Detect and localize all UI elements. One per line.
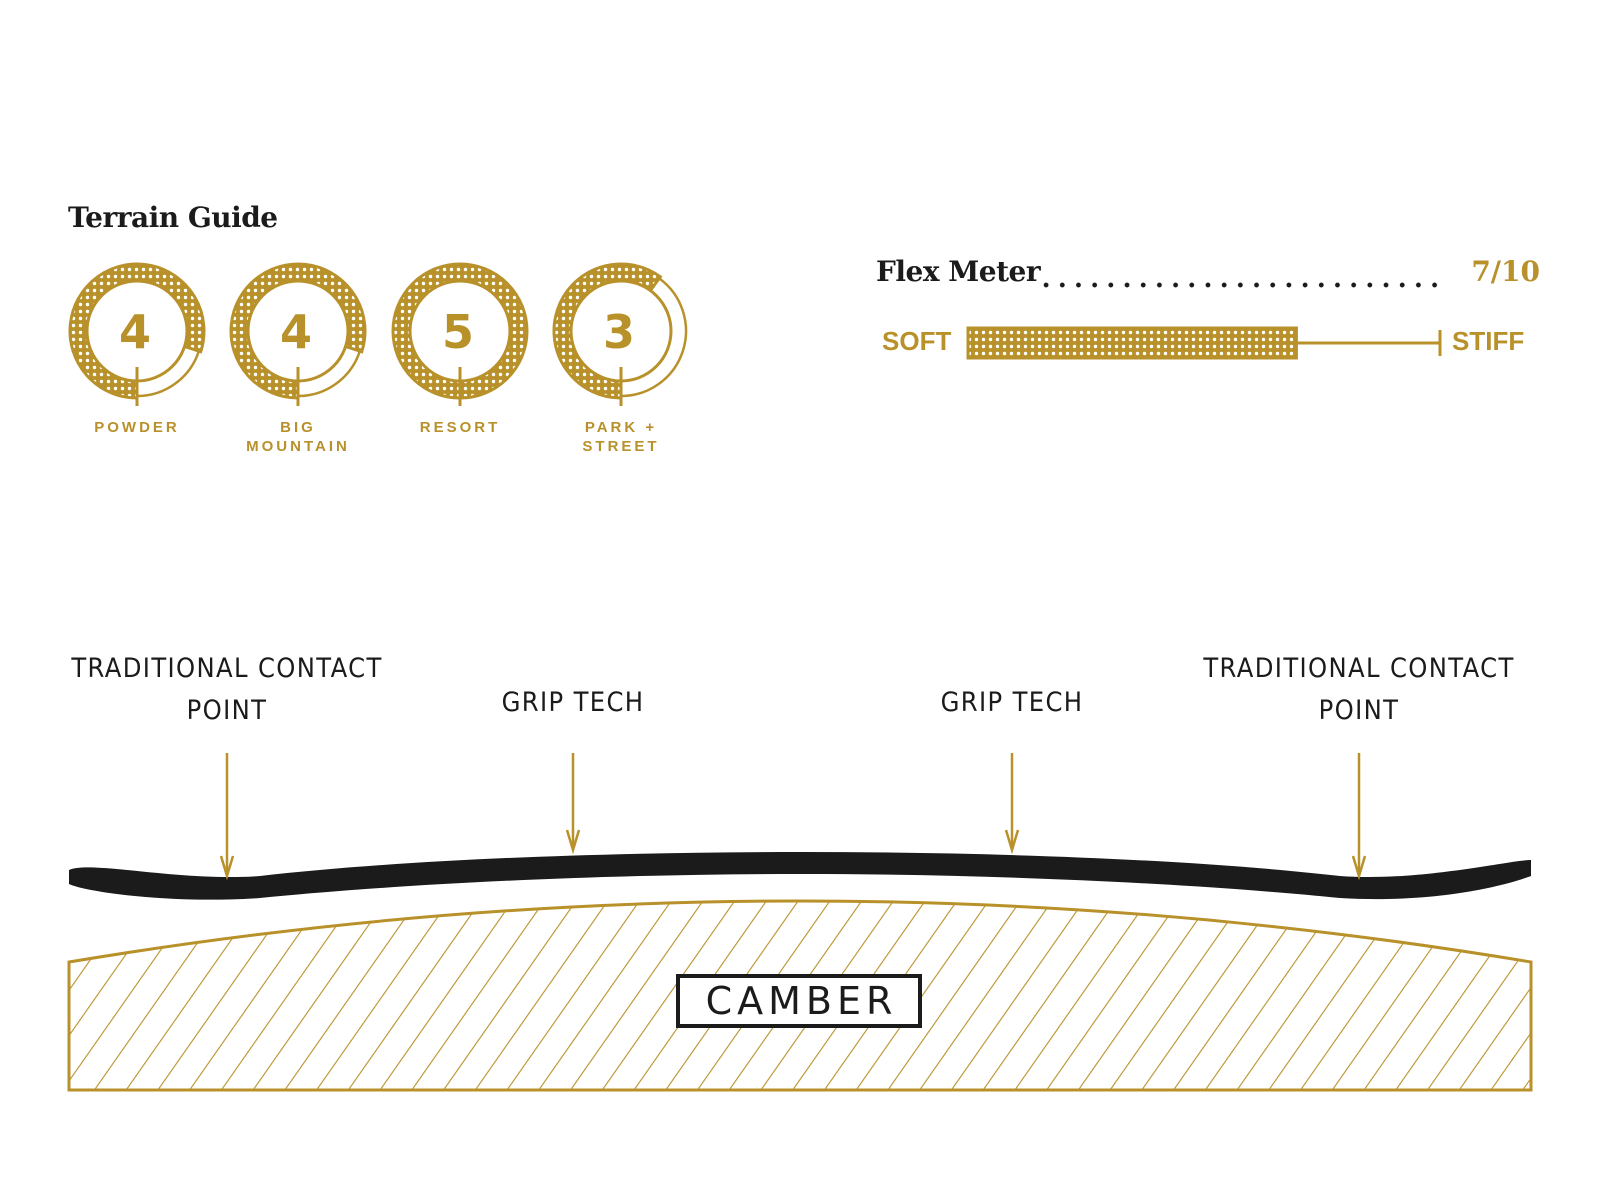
- terrain-label: PARK + STREET: [582, 419, 660, 455]
- gauge-remaining-arc: [620, 277, 688, 398]
- terrain-gauge: 4: [229, 262, 367, 406]
- profile-callout-label: TRADITIONAL CONTACT POINT: [71, 653, 383, 726]
- profile-callout-label: GRIP TECH: [501, 687, 645, 718]
- flex-stiff-label: STIFF: [1452, 326, 1525, 356]
- camber-label: CAMBER: [705, 979, 898, 1023]
- gauge-rating: 4: [119, 305, 151, 359]
- terrain-gauge: 3: [552, 262, 688, 406]
- flex-meter: [966, 326, 1442, 360]
- callout-arrows: [219, 753, 1367, 881]
- callout-arrow-head: [565, 829, 581, 855]
- flex-meter-value: 7/10: [1471, 255, 1540, 288]
- flex-meter-leader-dots: [1038, 282, 1448, 288]
- terrain-label: RESORT: [419, 419, 501, 436]
- profile-callout-label: TRADITIONAL CONTACT POINT: [1203, 653, 1515, 726]
- flex-fill-bar: [966, 326, 1298, 360]
- callout-arrow-head: [1351, 855, 1367, 881]
- terrain-gauge: 5: [391, 262, 529, 406]
- callout-arrow-head: [219, 855, 235, 881]
- gauge-remaining-arc: [136, 350, 201, 398]
- terrain-gauges: 4 4 5 3: [68, 262, 688, 406]
- terrain-guide-title: Terrain Guide: [68, 201, 278, 234]
- gauge-rating: 4: [280, 305, 312, 359]
- camber-label-box: CAMBER: [676, 974, 922, 1028]
- snowboard-profile: [69, 852, 1531, 900]
- gauge-rating: 5: [442, 305, 474, 359]
- terrain-label: POWDER: [94, 419, 180, 436]
- flex-soft-label: SOFT: [882, 326, 952, 356]
- gauge-remaining-arc: [297, 350, 362, 398]
- gauge-rating: 3: [603, 305, 635, 359]
- terrain-gauge: 4: [68, 262, 206, 406]
- flex-meter-title: Flex Meter: [876, 255, 1041, 288]
- terrain-label: BIG MOUNTAIN: [246, 419, 350, 455]
- profile-callout-label: GRIP TECH: [940, 687, 1084, 718]
- callout-arrow-head: [1004, 829, 1020, 855]
- camber-profile: [67, 753, 1533, 1092]
